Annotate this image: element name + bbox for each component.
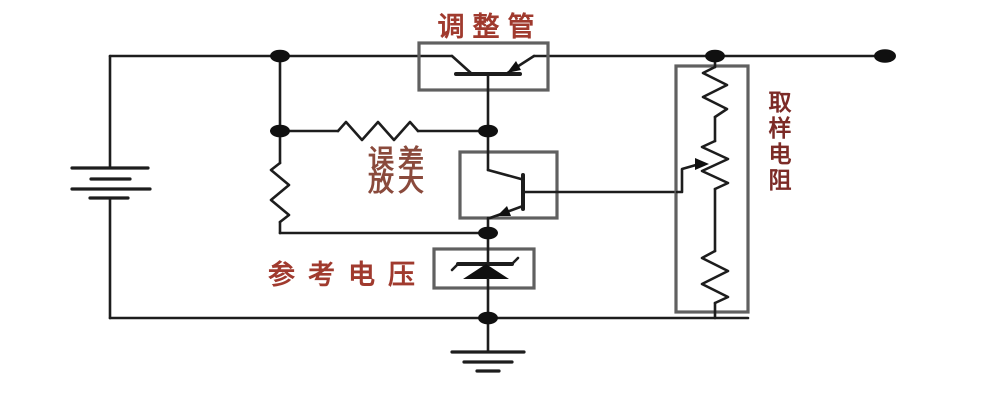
feed-resistor-horizontal [278,120,490,142]
transistor-icon [450,54,536,76]
junction-dot [478,124,498,138]
pass-transistor-label: 调整管 [437,12,543,43]
junction-dots [270,49,896,325]
reference-voltage-label: 参考电压 [268,260,428,291]
output-terminal-dot [874,49,896,63]
resistor-icon [701,65,729,119]
error-amplifier-box [458,150,559,220]
pass-transistor-box [417,41,550,92]
junction-dot [705,49,725,63]
wiper-arrow-icon [675,158,709,194]
resistor-icon [700,139,730,191]
error-amplifier [458,129,679,235]
junction-dot [270,49,290,63]
error-amplifier-label-line2: 放大 [367,168,428,198]
zener-diode-icon [450,231,520,320]
resistor-icon [700,249,730,305]
sampling-resistor-label: 取样电阻 [764,90,790,194]
sampling-resistor-box [674,64,750,314]
junction-dot [270,124,290,138]
transistor-icon [486,129,525,235]
reference-voltage-box [432,247,536,290]
ground-icon [450,316,526,373]
error-amplifier-label: 误差 放大 [348,145,448,198]
sampling-resistor-divider [674,54,750,320]
junction-dot [478,226,498,240]
battery-icon [70,54,152,320]
error-amplifier-label-line1: 误差 [367,145,428,175]
reference-voltage-block [432,231,536,320]
pass-transistor [417,41,550,133]
junction-dot [478,311,498,325]
